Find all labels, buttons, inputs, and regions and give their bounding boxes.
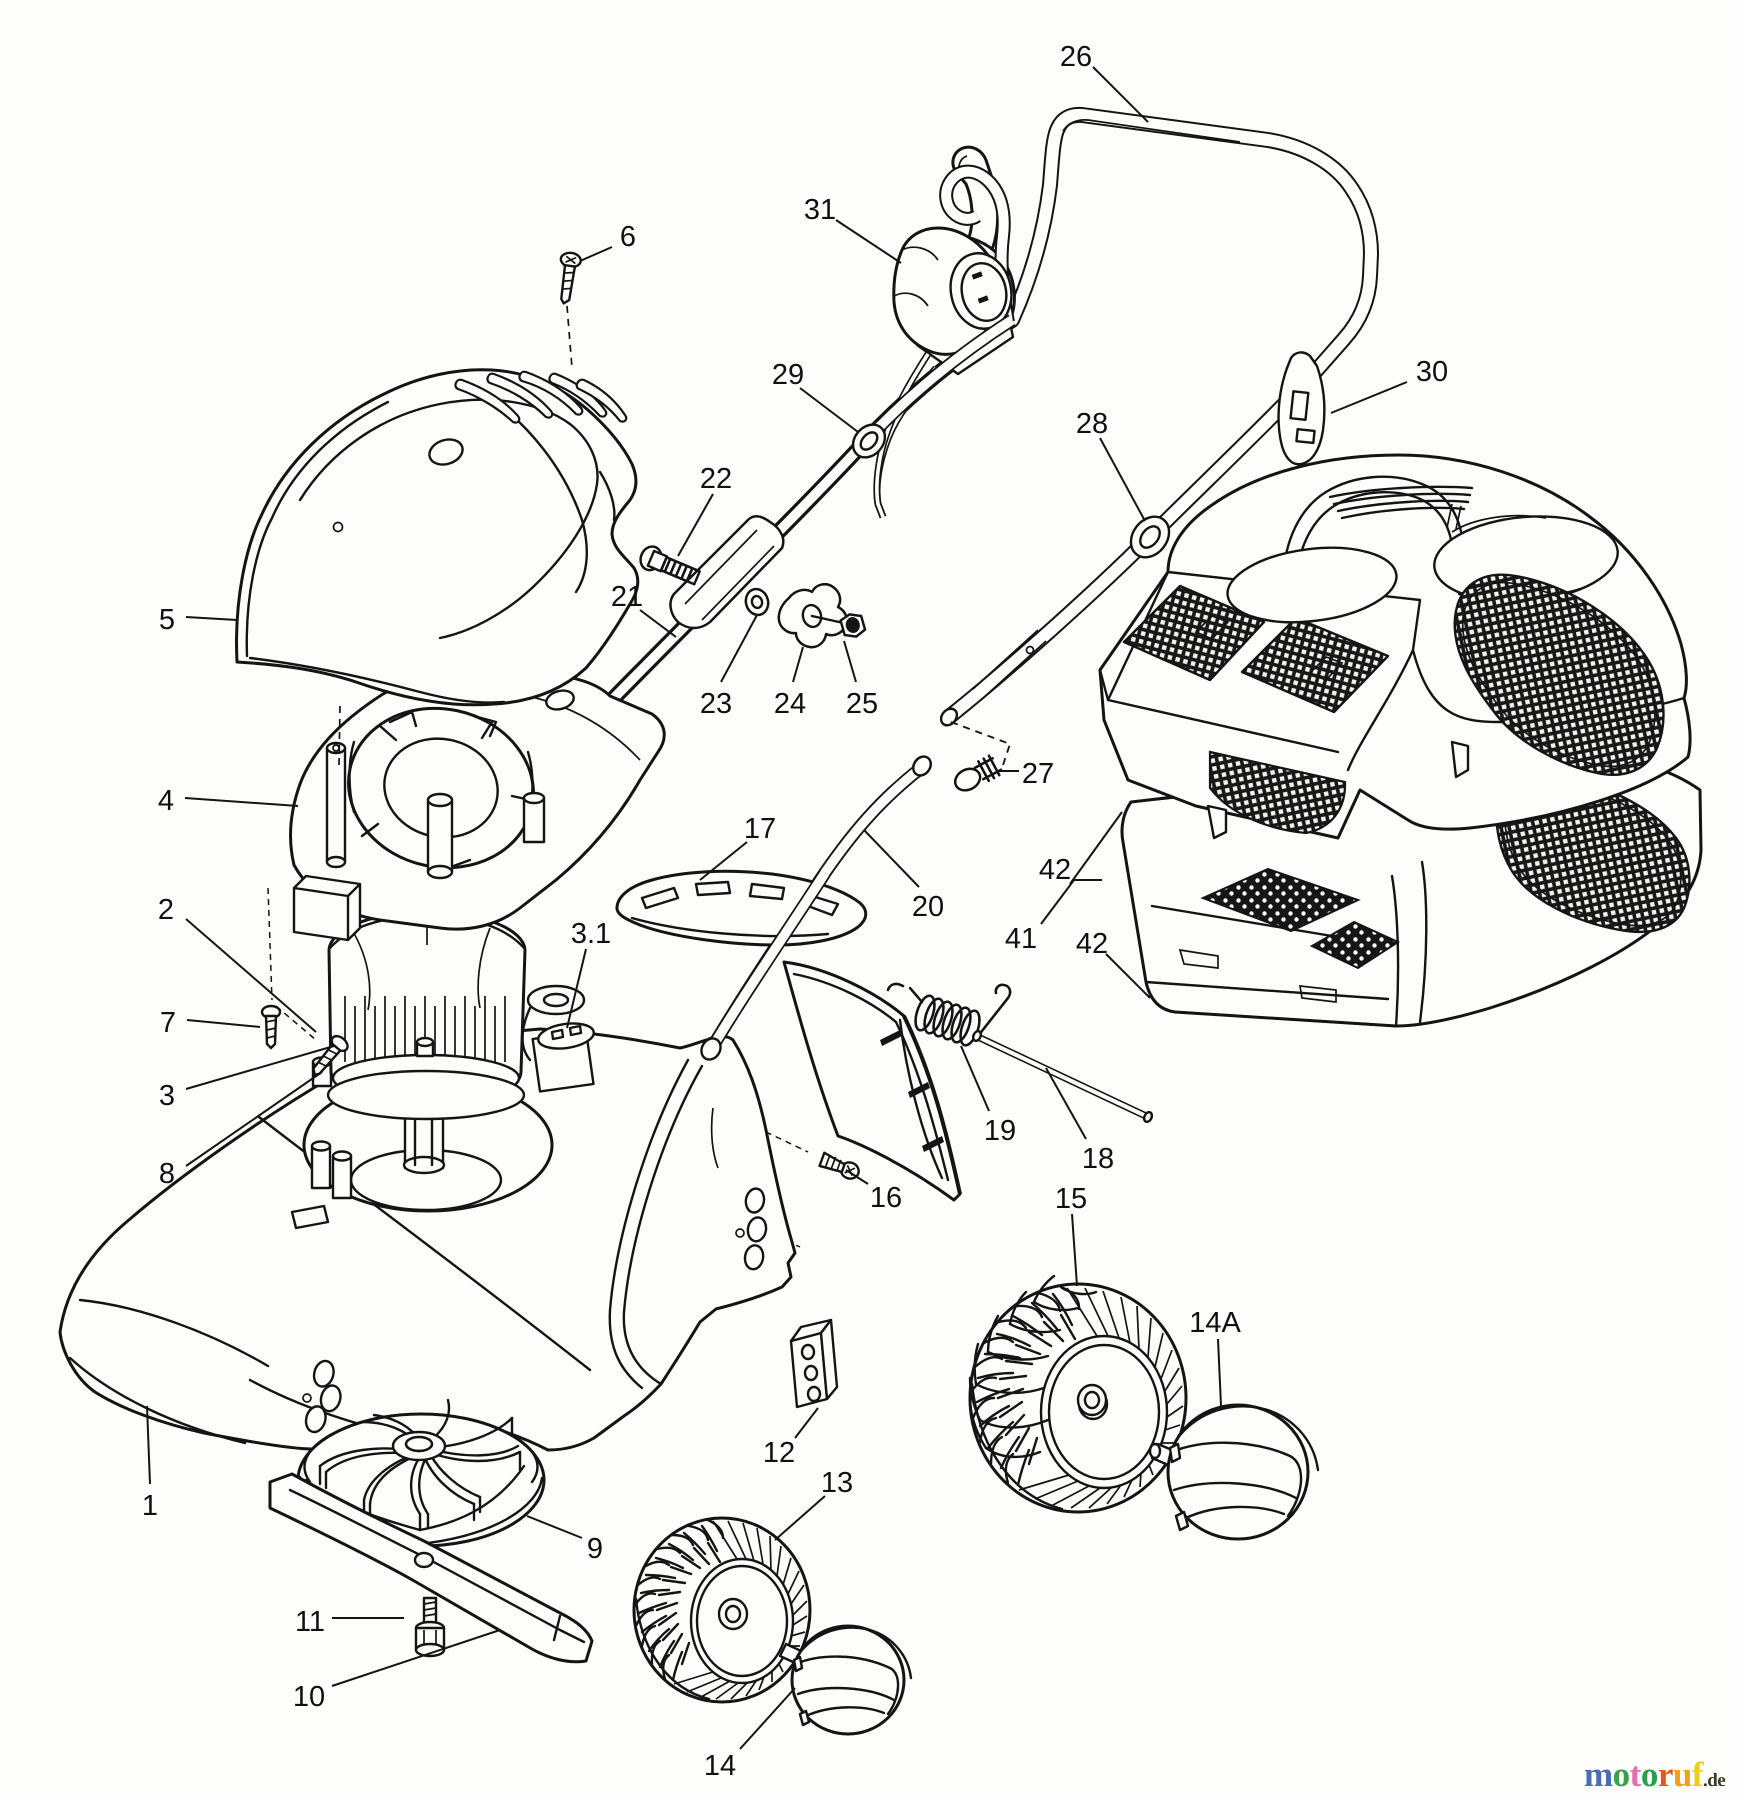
svg-text:26: 26 xyxy=(1060,41,1092,73)
svg-text:14: 14 xyxy=(704,1750,736,1782)
svg-text:25: 25 xyxy=(846,688,878,720)
svg-text:5: 5 xyxy=(159,604,175,636)
svg-text:3: 3 xyxy=(159,1080,175,1112)
svg-text:29: 29 xyxy=(772,359,804,391)
svg-text:10: 10 xyxy=(293,1681,325,1713)
svg-text:11: 11 xyxy=(295,1606,325,1638)
svg-text:12: 12 xyxy=(763,1437,795,1469)
svg-text:21: 21 xyxy=(611,581,643,613)
svg-text:motoruf.de: motoruf.de xyxy=(1584,1755,1725,1794)
svg-text:6: 6 xyxy=(620,221,636,253)
svg-text:19: 19 xyxy=(984,1115,1016,1147)
svg-text:28: 28 xyxy=(1076,408,1108,440)
svg-text:8: 8 xyxy=(159,1158,175,1190)
svg-text:3.1: 3.1 xyxy=(571,918,611,950)
svg-text:22: 22 xyxy=(700,463,732,495)
svg-text:1: 1 xyxy=(142,1490,158,1522)
svg-text:31: 31 xyxy=(804,194,836,226)
svg-text:27: 27 xyxy=(1022,758,1054,790)
svg-text:14A: 14A xyxy=(1189,1307,1241,1339)
svg-text:23: 23 xyxy=(700,688,732,720)
svg-text:4: 4 xyxy=(158,785,174,817)
svg-text:42: 42 xyxy=(1039,854,1071,886)
svg-text:18: 18 xyxy=(1082,1143,1114,1175)
svg-text:16: 16 xyxy=(870,1182,902,1214)
svg-text:2: 2 xyxy=(158,894,174,926)
svg-text:30: 30 xyxy=(1416,356,1448,388)
svg-text:15: 15 xyxy=(1055,1183,1087,1215)
svg-text:42: 42 xyxy=(1076,928,1108,960)
svg-text:9: 9 xyxy=(587,1533,603,1565)
svg-text:24: 24 xyxy=(774,688,806,720)
svg-text:20: 20 xyxy=(912,891,944,923)
svg-text:13: 13 xyxy=(821,1467,853,1499)
svg-text:7: 7 xyxy=(160,1007,176,1039)
svg-text:41: 41 xyxy=(1005,923,1037,955)
svg-text:17: 17 xyxy=(744,813,776,845)
